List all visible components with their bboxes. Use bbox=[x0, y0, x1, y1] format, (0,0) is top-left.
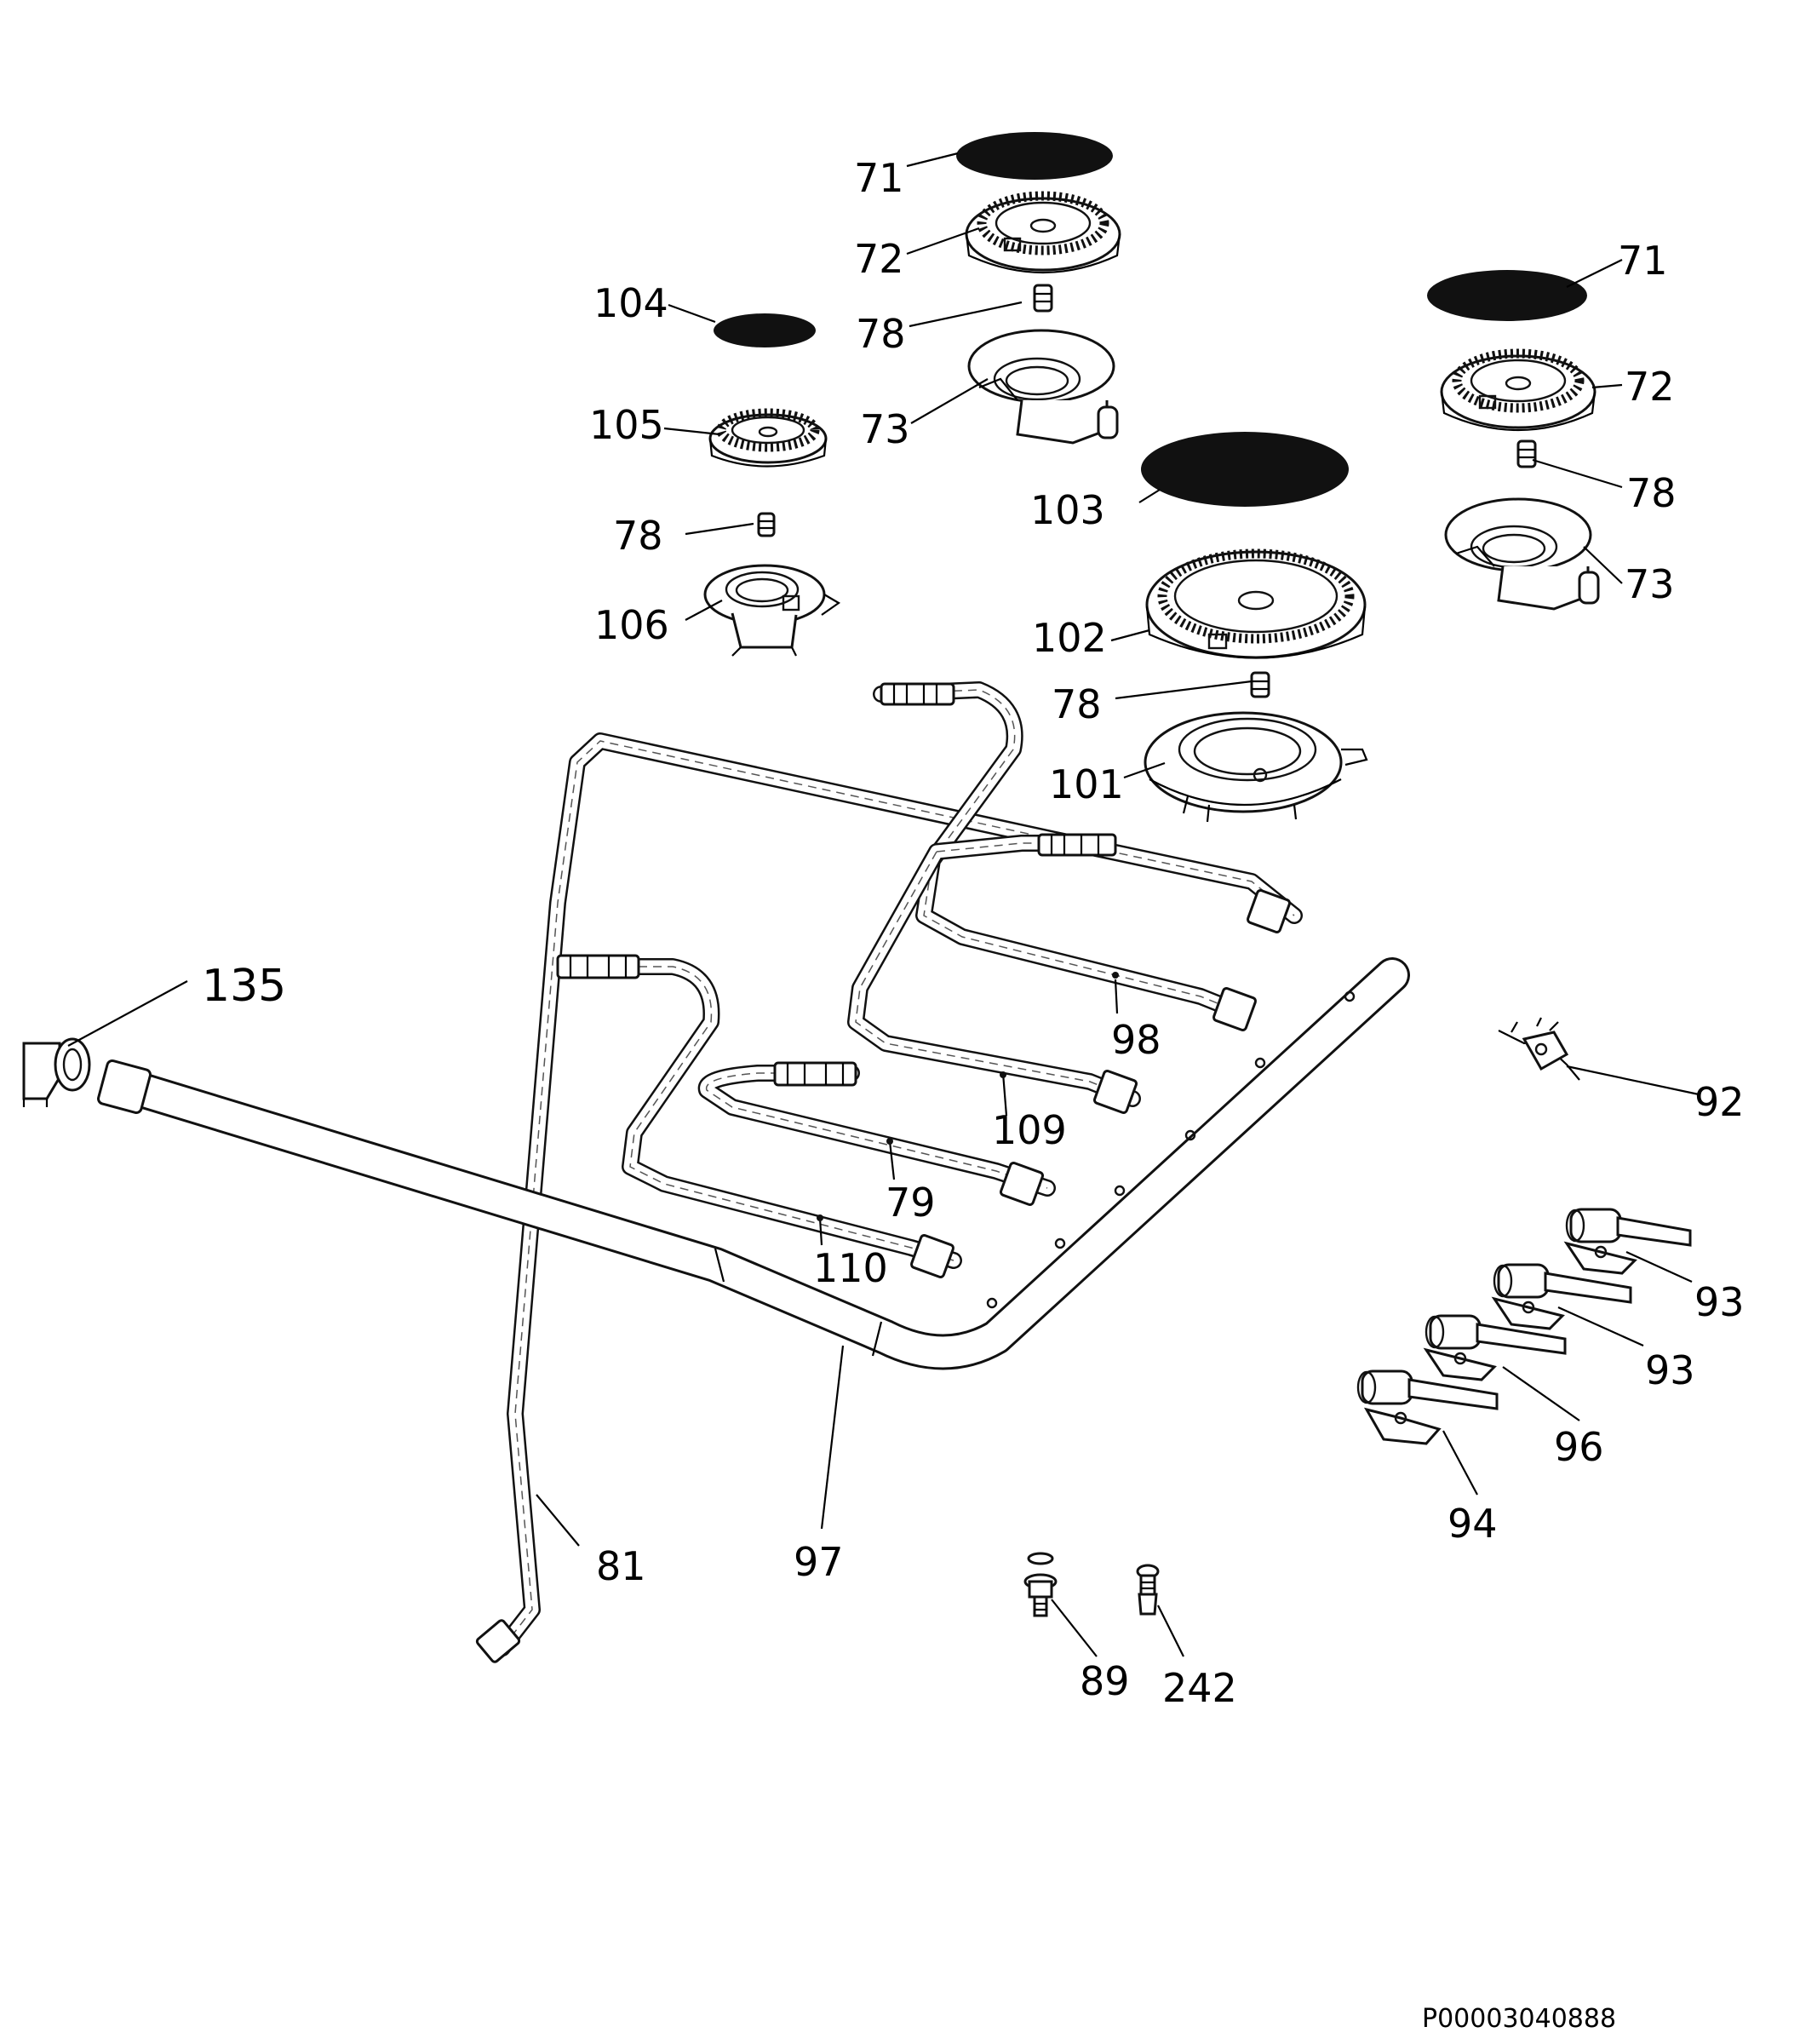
callout-242: 242 bbox=[1162, 1665, 1237, 1711]
screw-242 bbox=[1136, 1564, 1160, 1616]
callout-79: 79 bbox=[886, 1180, 936, 1226]
burner-base-101 bbox=[1144, 711, 1368, 823]
injector-78-center bbox=[1033, 284, 1053, 313]
burner-large bbox=[1141, 432, 1368, 823]
callout-78-left: 78 bbox=[613, 513, 663, 559]
callout-101: 101 bbox=[1049, 761, 1124, 807]
callout-109: 109 bbox=[992, 1107, 1067, 1153]
tube-fittings bbox=[475, 682, 1292, 1663]
callout-135: 135 bbox=[202, 961, 286, 1012]
burner-crown-72-right bbox=[1440, 348, 1596, 432]
burner-crown-72-center bbox=[965, 191, 1121, 274]
injector-78-right bbox=[1516, 439, 1537, 468]
callout-labels: 71 72 78 73 104 105 78 106 71 72 78 73 1… bbox=[202, 155, 1745, 2034]
callout-78-right: 78 bbox=[1626, 470, 1677, 516]
callout-71-center: 71 bbox=[854, 155, 904, 201]
callout-73-right: 73 bbox=[1625, 561, 1675, 607]
elbow-fitting-135 bbox=[22, 1037, 91, 1107]
callout-93-b: 93 bbox=[1645, 1347, 1695, 1393]
callout-96: 96 bbox=[1554, 1424, 1604, 1470]
callout-105: 105 bbox=[589, 402, 664, 448]
callout-94: 94 bbox=[1447, 1501, 1498, 1547]
burner-base-73-center bbox=[967, 329, 1119, 445]
burner-crown-105 bbox=[708, 408, 828, 468]
burner-cap-71-center bbox=[956, 132, 1113, 180]
burner-right bbox=[1427, 270, 1600, 611]
callout-93-a: 93 bbox=[1694, 1279, 1745, 1325]
callout-92: 92 bbox=[1694, 1079, 1745, 1125]
injector-78-large bbox=[1250, 671, 1270, 698]
thermocouple-92 bbox=[1498, 1017, 1580, 1081]
burner-crown-102 bbox=[1145, 548, 1367, 659]
leader-lines bbox=[67, 152, 1700, 1657]
burner-cap-71-right bbox=[1427, 270, 1587, 321]
callout-71-right: 71 bbox=[1618, 238, 1668, 284]
callout-98: 98 bbox=[1111, 1017, 1161, 1063]
callout-97: 97 bbox=[794, 1539, 844, 1585]
diagram-code: P00003040888 bbox=[1422, 2004, 1616, 2034]
callout-78-large: 78 bbox=[1052, 681, 1102, 727]
burner-base-73-right bbox=[1444, 497, 1600, 611]
burner-base-106 bbox=[703, 564, 841, 657]
callout-104: 104 bbox=[593, 280, 668, 326]
burner-cap-104 bbox=[714, 313, 816, 347]
burner-cap-103 bbox=[1141, 432, 1349, 507]
burner-top-center bbox=[956, 132, 1121, 445]
callout-81: 81 bbox=[596, 1543, 646, 1589]
gas-tube-network bbox=[97, 681, 1410, 1663]
callout-106: 106 bbox=[594, 602, 669, 648]
callout-72-center: 72 bbox=[854, 236, 904, 282]
callout-110: 110 bbox=[813, 1245, 888, 1291]
gas-valve-93-b bbox=[1491, 1263, 1632, 1330]
injector-78-left bbox=[757, 512, 776, 537]
small-burner-left bbox=[703, 313, 841, 657]
callout-89: 89 bbox=[1080, 1658, 1130, 1704]
gas-valve-96 bbox=[1423, 1314, 1567, 1381]
callout-73-center: 73 bbox=[860, 406, 910, 452]
callout-78-center: 78 bbox=[856, 311, 906, 357]
callout-103: 103 bbox=[1030, 487, 1105, 533]
screw-89 bbox=[1023, 1552, 1058, 1617]
callout-72-right: 72 bbox=[1625, 364, 1675, 410]
callout-102: 102 bbox=[1032, 615, 1107, 661]
gas-valve-93-a bbox=[1563, 1208, 1692, 1275]
gas-valve-94 bbox=[1356, 1369, 1499, 1445]
